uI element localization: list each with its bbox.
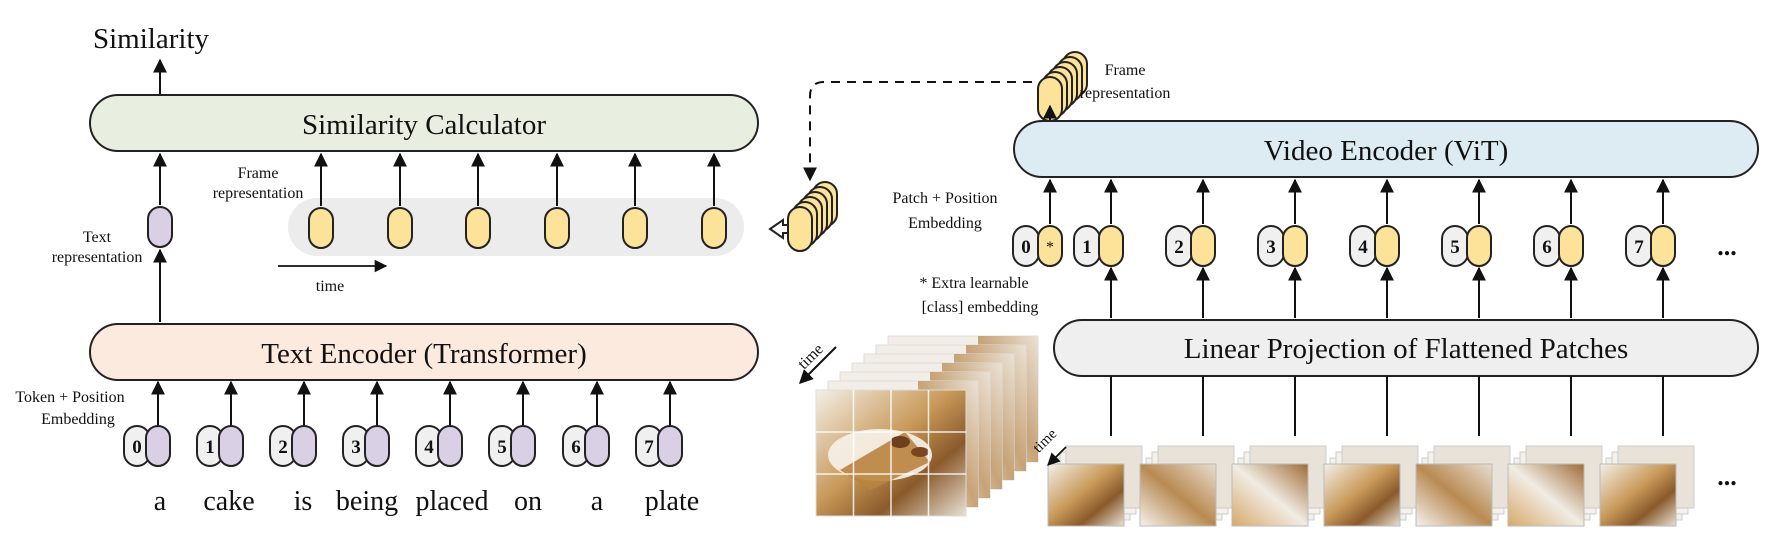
- frame-stack-middle: [787, 181, 838, 252]
- time-label: time: [316, 278, 344, 295]
- text-embed-token: [364, 425, 390, 467]
- video-clip-image: [815, 335, 1039, 517]
- clip-time-label: time: [795, 341, 827, 373]
- text-index-label: 3: [351, 437, 361, 458]
- patch-embed-token: [1374, 225, 1400, 267]
- linear-projection-box: [1053, 319, 1759, 377]
- caption-word: on: [514, 486, 542, 517]
- patch-index-label: 3: [1266, 237, 1276, 258]
- patch-embed-token: [1650, 225, 1676, 267]
- caption-word: plate: [645, 486, 699, 517]
- patch-index-label: 6: [1542, 237, 1552, 258]
- similarity-calculator-label: Similarity Calculator: [302, 109, 546, 141]
- caption-word: a: [591, 486, 604, 517]
- text-index-label: 1: [205, 437, 215, 458]
- patch-embed-token: [1466, 225, 1492, 267]
- text-index-label: 5: [497, 437, 507, 458]
- patch-token-row: 0 * 1 2 3 4 5 6 7: [1012, 178, 1676, 318]
- text-embed-token: [218, 425, 244, 467]
- patch-embed-token: [1282, 225, 1308, 267]
- frame-token: [701, 207, 727, 249]
- stacked-frame: [787, 206, 813, 252]
- frame-token-row: [308, 152, 727, 249]
- patch-index-label: 2: [1174, 237, 1184, 258]
- text-representation-token: [147, 206, 173, 248]
- token-position-label-1: Token + Position: [15, 389, 124, 406]
- class-star: *: [1046, 239, 1054, 256]
- patch-position-label-1: Patch + Position: [892, 190, 997, 207]
- text-encoder-box: [89, 323, 759, 381]
- frame-representation-right-1: Frame: [1105, 62, 1146, 79]
- patch-position-label-2: Embedding: [908, 215, 982, 232]
- text-index-label: 2: [278, 437, 288, 458]
- linear-projection-label: Linear Projection of Flattened Patches: [1184, 333, 1629, 365]
- extra-learnable-label-1: * Extra learnable: [919, 275, 1028, 292]
- text-embed-token: [145, 425, 171, 467]
- text-index-label: 6: [571, 437, 581, 458]
- caption-word: placed: [415, 486, 488, 517]
- text-encoder-label: Text Encoder (Transformer): [261, 338, 586, 370]
- video-encoder-box: [1013, 120, 1759, 178]
- text-index-label: 4: [424, 437, 434, 458]
- patch-embed-token: [1098, 225, 1124, 267]
- text-index-label: 7: [644, 437, 654, 458]
- text-embed-token: [510, 425, 536, 467]
- caption-word: a: [154, 486, 167, 517]
- text-embed-token: [657, 425, 683, 467]
- ellipsis-patches: ...: [1717, 462, 1737, 491]
- patch-embed-token: [1558, 225, 1584, 267]
- frame-token: [622, 207, 648, 249]
- caption-word: is: [294, 486, 313, 517]
- caption-word: cake: [203, 486, 254, 517]
- patch-index-label: 5: [1450, 237, 1460, 258]
- text-token-row: 0 1 2 3 4 5 6 7: [123, 380, 683, 467]
- frame-token: [387, 207, 413, 249]
- patch-embed-token: [1190, 225, 1216, 267]
- patch-index-label: 7: [1634, 237, 1644, 258]
- frame-track: [288, 198, 744, 256]
- token-position-label-2: Embedding: [41, 411, 115, 428]
- patch-thumbnail: [1599, 463, 1677, 527]
- patch-thumbnail: [1415, 463, 1493, 527]
- patch-index-label: 0: [1021, 237, 1031, 258]
- extra-learnable-label-2: [class] embedding: [922, 299, 1039, 316]
- text-embed-token: [437, 425, 463, 467]
- similarity-calculator-box: [89, 94, 759, 152]
- patch-thumbnail: [1507, 463, 1585, 527]
- dashed-connector: [803, 81, 1032, 182]
- frame-token: [544, 207, 570, 249]
- text-index-label: 0: [132, 437, 142, 458]
- frame-representation-right-2: representation: [1080, 85, 1171, 102]
- patch-thumbnail: [1047, 463, 1125, 527]
- ellipsis-tokens: ...: [1717, 232, 1737, 261]
- patch-thumbnail: [1139, 463, 1217, 527]
- patch-index-label: 1: [1082, 237, 1092, 258]
- patch-thumbnail: [1231, 463, 1309, 527]
- frame-token: [465, 207, 491, 249]
- frame-representation-left-2: representation: [213, 185, 304, 202]
- frame-token: [308, 207, 334, 249]
- similarity-label: Similarity: [93, 23, 210, 55]
- text-embed-token: [291, 425, 317, 467]
- caption-word: being: [336, 486, 398, 517]
- video-encoder-label: Video Encoder (ViT): [1264, 135, 1509, 167]
- patch-index-label: 4: [1358, 237, 1368, 258]
- patch-thumbnails: [1047, 376, 1695, 527]
- patch-thumbnail: [1323, 463, 1401, 527]
- text-representation-label-2: representation: [52, 249, 143, 266]
- text-embed-token: [584, 425, 610, 467]
- text-representation-label-1: Text: [83, 229, 112, 246]
- patch-embed-token: [1037, 225, 1063, 267]
- frame-representation-left-1: Frame: [238, 165, 279, 182]
